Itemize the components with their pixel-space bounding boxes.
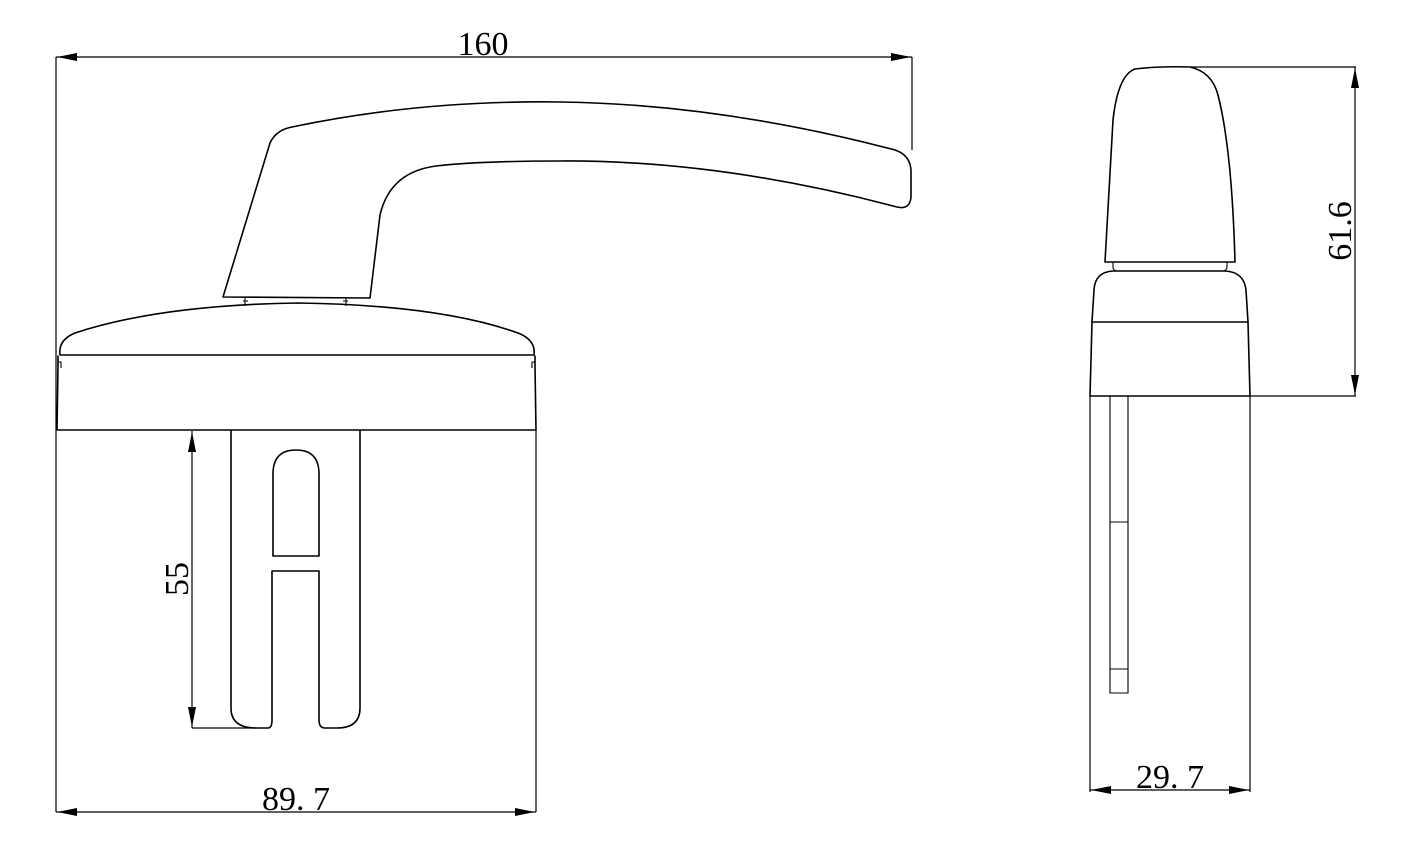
dimension-label-160: 160	[458, 26, 509, 63]
rose-side	[1091, 270, 1249, 323]
lever-head	[1104, 65, 1236, 263]
spindle-slot	[272, 449, 320, 557]
dimension-160: 160	[55, 26, 913, 812]
dimension-89-7: 89. 7	[56, 430, 537, 818]
front-view: 160 89. 7 55	[55, 26, 913, 818]
base-step-right	[531, 361, 535, 368]
spindle-fork	[230, 429, 361, 729]
rose-cap	[58, 302, 535, 356]
lever-base-tabs	[243, 298, 348, 306]
base-body	[56, 355, 537, 431]
dimension-61-6: 61.6	[1190, 66, 1359, 397]
spindle-side	[1109, 396, 1129, 694]
base-side	[1089, 321, 1251, 397]
dimension-label-89-7: 89. 7	[262, 781, 330, 818]
dimension-55: 55	[159, 431, 256, 729]
side-view: 61.6 29. 7	[1089, 65, 1359, 796]
base-step-left	[58, 361, 62, 368]
handle-lever-outline	[222, 101, 912, 299]
dimension-label-61-6: 61.6	[1322, 201, 1359, 261]
dimension-label-29-7: 29. 7	[1136, 759, 1204, 796]
dimension-label-55: 55	[159, 562, 196, 596]
dimension-29-7: 29. 7	[1089, 396, 1251, 796]
lever-neck	[1112, 262, 1228, 272]
